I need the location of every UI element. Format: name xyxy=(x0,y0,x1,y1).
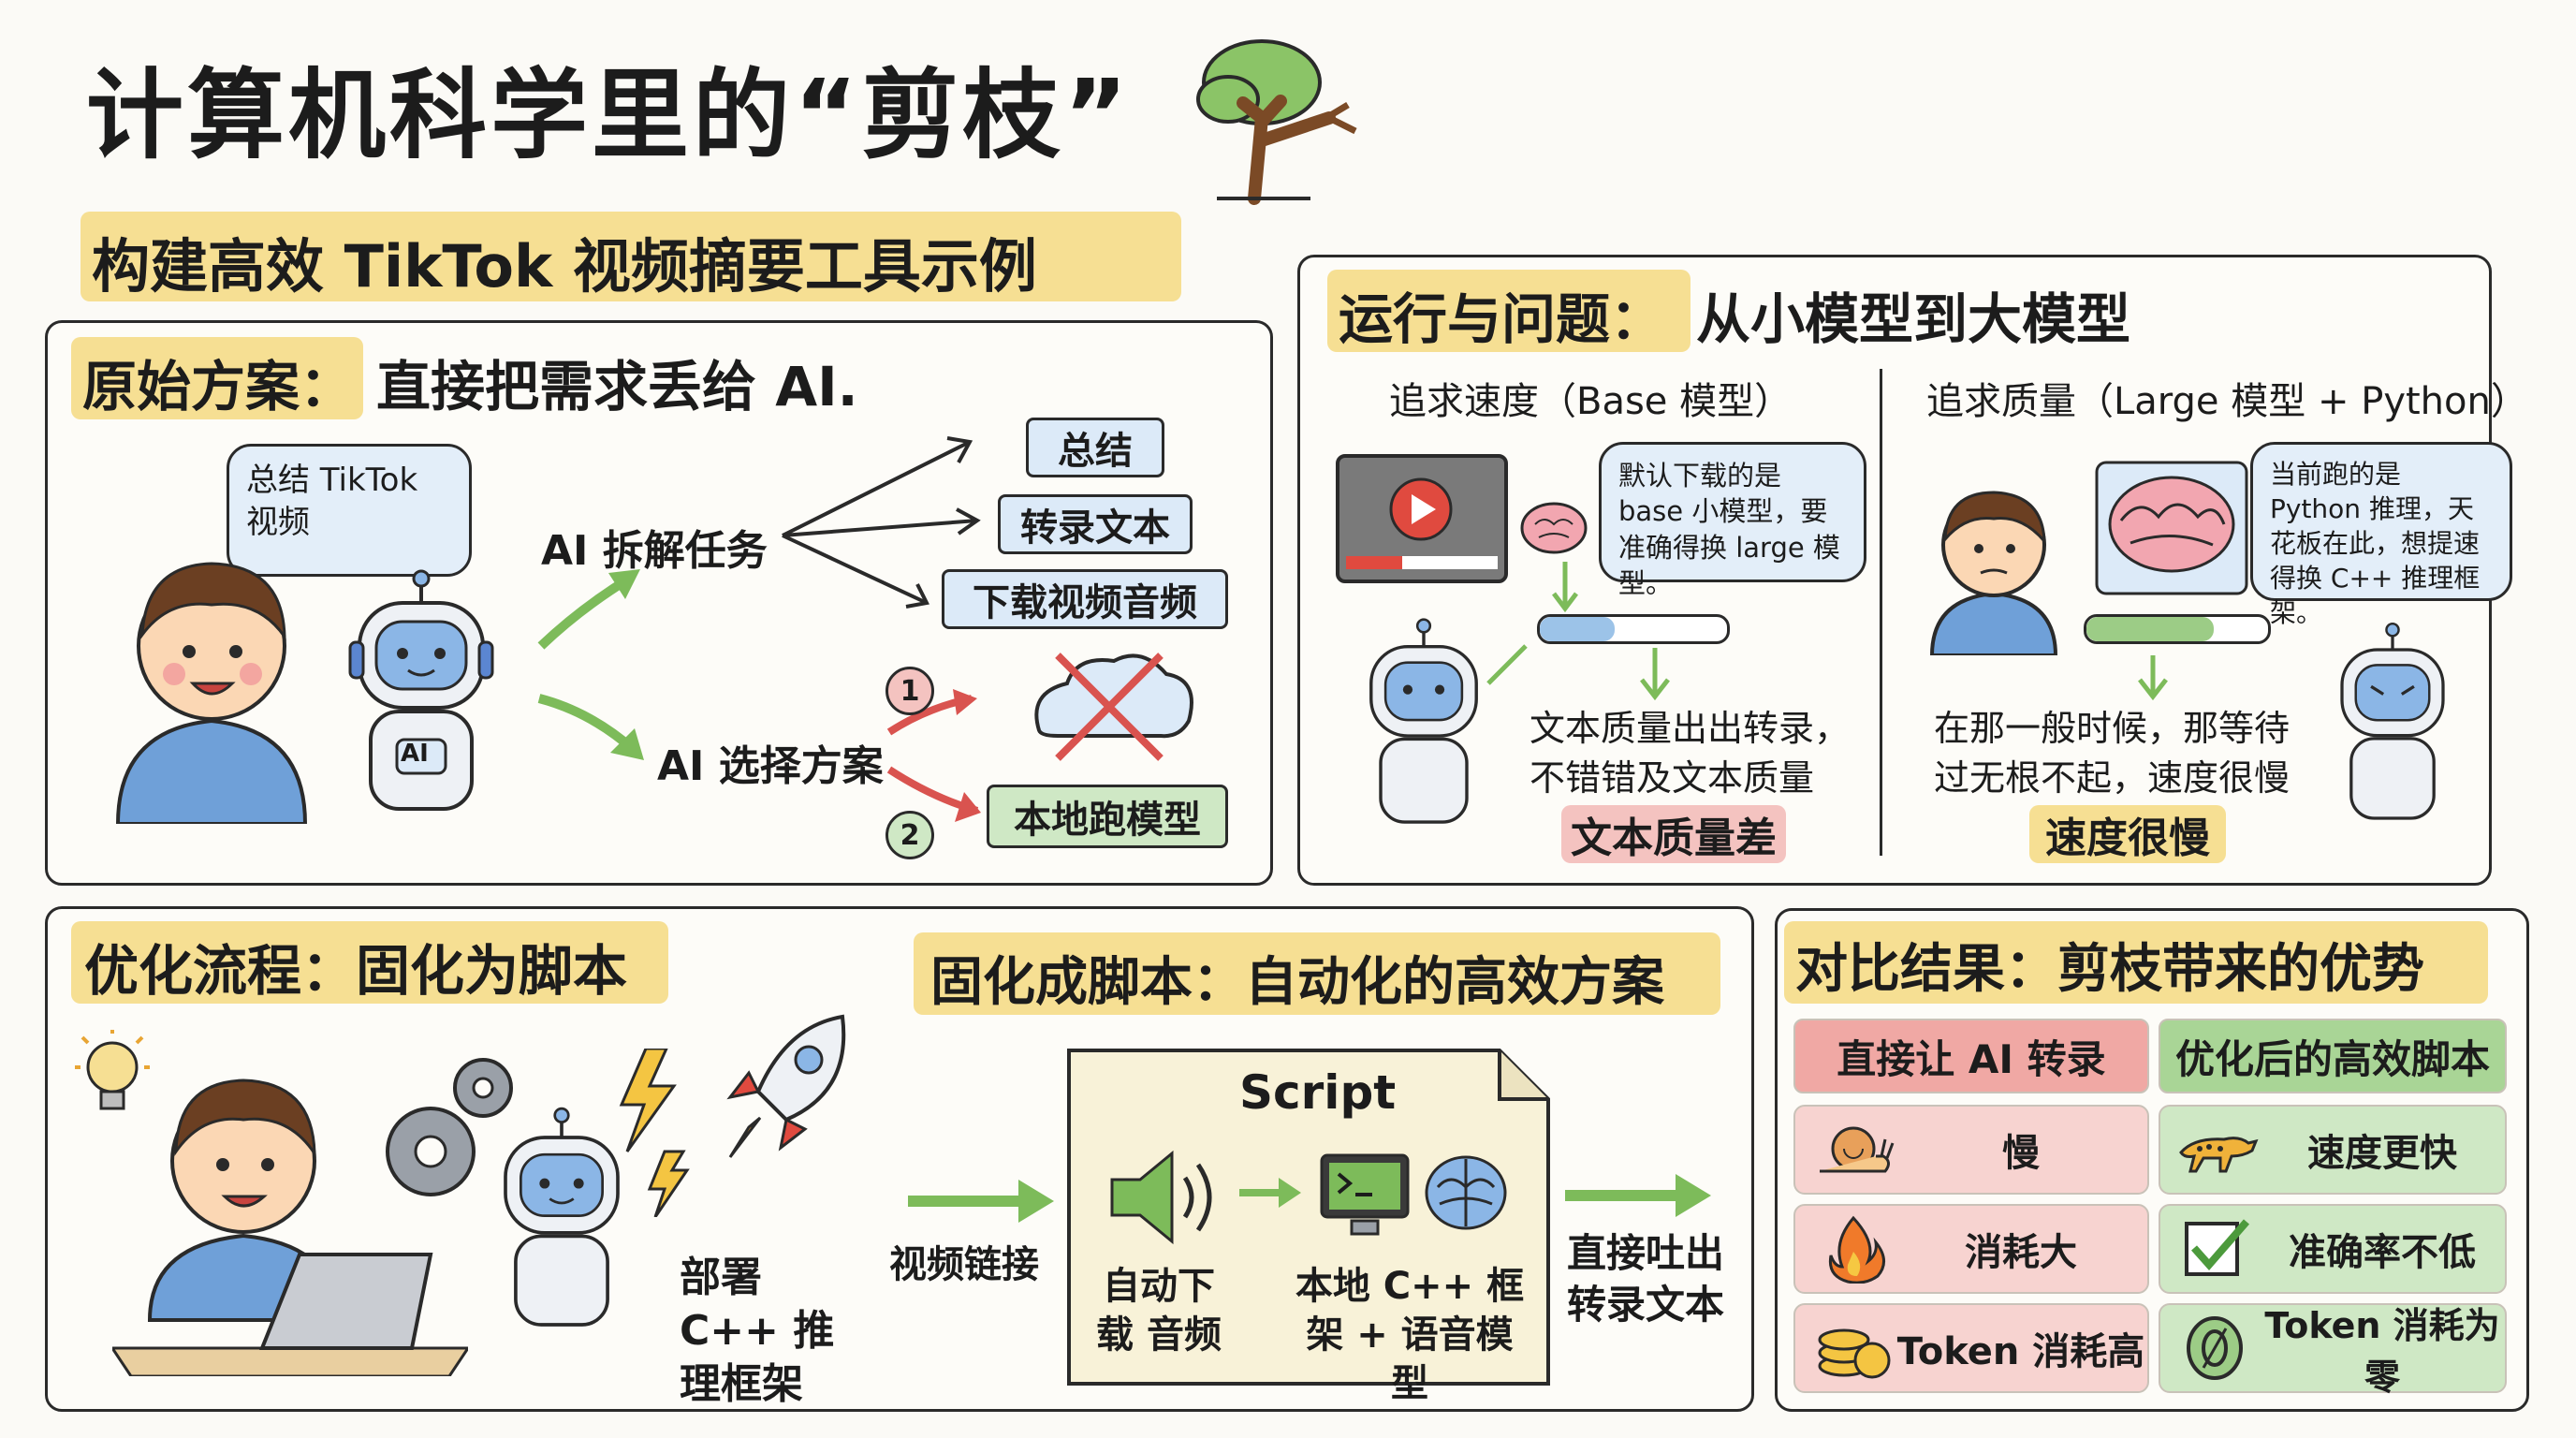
task-summary: 总结 xyxy=(1058,430,1133,473)
snail-icon xyxy=(1820,1126,1895,1173)
robot-badge: AI xyxy=(401,740,429,768)
run-divider xyxy=(1880,369,1882,856)
fire-icon xyxy=(1828,1215,1885,1284)
base-model-bubble-text: 默认下载的是 base 小模型，要准确得换 large 模型。 xyxy=(1618,460,1840,599)
robot-illustration xyxy=(318,569,524,822)
optimize-heading: 优化流程：固化为脚本 xyxy=(84,939,628,1003)
option-2-badge: 2 xyxy=(886,811,934,859)
run-heading-rest: 从小模型到大模型 xyxy=(1696,287,2131,351)
compare-right-row-token: Token 消耗为零 xyxy=(2159,1303,2507,1398)
robot-optimize xyxy=(468,1105,655,1339)
coins-icon xyxy=(1818,1328,1891,1379)
big-brain-icon xyxy=(2093,459,2252,599)
lightbulb-icon xyxy=(75,1030,150,1123)
boy-illustration xyxy=(99,524,324,824)
user-speech-bubble: 总结 TikTok 视频 xyxy=(227,444,472,577)
task-transcribe: 转录文本 xyxy=(1020,506,1170,550)
compare-left-header: 直接让 AI 转录 xyxy=(1793,1019,2149,1093)
zero-coin-icon xyxy=(2187,1316,2243,1380)
gears-icon xyxy=(374,1049,524,1226)
speaker-icon xyxy=(1103,1146,1224,1249)
run-heading-prefix: 运行与问题： xyxy=(1339,287,1665,351)
compare-left-row-slow-text: 慢 xyxy=(2002,1132,2040,1175)
brain-model-icon xyxy=(1419,1146,1513,1240)
compare-left-row-cost-text: 消耗大 xyxy=(1965,1231,2077,1274)
compare-left-header-text: 直接让 AI 转录 xyxy=(1837,1035,2106,1082)
progress-bar-base xyxy=(1537,614,1730,644)
compare-left-row-token: Token 消耗高 xyxy=(1793,1303,2149,1393)
compare-heading: 对比结果：剪枝带来的优势 xyxy=(1795,939,2424,1000)
step-arrow xyxy=(1239,1174,1305,1211)
rocket-icon xyxy=(711,1007,861,1176)
left-tag: 文本质量差 xyxy=(1561,805,1786,863)
option-1-number: 1 xyxy=(900,674,920,708)
compare-right-header-text: 优化后的高效脚本 xyxy=(2174,1035,2490,1082)
decompose-label: AI 拆解任务 xyxy=(541,527,768,575)
local-model-box: 本地跑模型 xyxy=(987,785,1228,848)
option-1-badge: 1 xyxy=(886,667,934,715)
left-speed-title: 追求速度（Base 模型） xyxy=(1389,380,1793,423)
right-tag: 速度很慢 xyxy=(2029,805,2226,863)
left-tag-text: 文本质量差 xyxy=(1571,814,1777,862)
task-download: 下载视频音频 xyxy=(973,581,1197,624)
right-quality-title: 追求质量（Large 模型 + Python） xyxy=(1926,380,2528,423)
compare-right-header: 优化后的高效脚本 xyxy=(2159,1019,2507,1093)
compare-right-row-fast-text: 速度更快 xyxy=(2307,1132,2457,1175)
output-label: 直接吐出 转录文本 xyxy=(1567,1230,1725,1328)
video-player-icon xyxy=(1335,453,1509,584)
task-download-box: 下载视频音频 xyxy=(942,569,1228,629)
robot-right-run xyxy=(2308,618,2477,833)
step-2-label: 本地 C++ 框架 + 语音模型 xyxy=(1295,1265,1525,1405)
thinking-boy-illustration xyxy=(1919,468,2069,655)
option-2-number: 2 xyxy=(900,818,920,852)
python-bubble-text: 当前跑的是 Python 推理，天花板在此，想提速得换 C++ 推理框架。 xyxy=(2270,459,2481,628)
progress-bar-large xyxy=(2084,614,2271,644)
robot-left-run xyxy=(1335,618,1513,833)
script-document xyxy=(1065,1047,1552,1387)
compare-right-row-accuracy-text: 准确率不低 xyxy=(2289,1231,2476,1274)
user-speech-text: 总结 TikTok 视频 xyxy=(246,462,418,541)
right-tag-text: 速度很慢 xyxy=(2045,814,2210,862)
original-heading-rest: 直接把需求丢给 AI. xyxy=(376,355,858,418)
video-link-label: 视频链接 xyxy=(889,1243,1039,1286)
lightning-icon xyxy=(608,1049,693,1217)
page-title: 计算机科学里的“剪枝” xyxy=(86,58,1132,172)
base-model-bubble: 默认下载的是 base 小模型，要准确得换 large 模型。 xyxy=(1599,442,1866,599)
local-model: 本地跑模型 xyxy=(1014,799,1201,842)
cheetah-icon xyxy=(2179,1137,2259,1173)
arrows-original xyxy=(0,0,1273,880)
task-transcribe-box: 转录文本 xyxy=(998,494,1193,554)
checkmark-icon xyxy=(2185,1219,2250,1276)
python-bubble: 当前跑的是 Python 推理，天花板在此，想提速得换 C++ 推理框架。 xyxy=(2250,442,2512,628)
small-brain-icon xyxy=(1516,496,1591,562)
tree-icon xyxy=(1189,28,1376,206)
script-title: Script xyxy=(1239,1065,1397,1120)
deploy-label: 部署 C++ 推理框架 xyxy=(680,1254,835,1409)
task-summary-box: 总结 xyxy=(1026,418,1164,477)
output-arrow xyxy=(1565,1172,1715,1219)
compare-left-row-cost: 消耗大 xyxy=(1793,1204,2149,1294)
boy-laptop-illustration xyxy=(112,1039,468,1376)
compare-right-row-fast: 速度更快 xyxy=(2159,1105,2507,1195)
choose-label: AI 选择方案 xyxy=(657,742,884,790)
compare-right-row-token-text: Token 消耗为零 xyxy=(2264,1305,2500,1398)
subtitle: 构建高效 TikTok 视频摘要工具示例 xyxy=(92,232,1037,301)
script-heading: 固化成脚本：自动化的高效方案 xyxy=(930,952,1664,1013)
run-arrows xyxy=(1486,562,2168,701)
original-heading-prefix: 原始方案： xyxy=(82,355,355,418)
left-note: 文本质量出出转录，不错错及文本质量 xyxy=(1530,708,1851,800)
input-arrow xyxy=(908,1178,1058,1225)
step-1-label: 自动下载 音频 xyxy=(1096,1265,1222,1357)
compare-right-row-accuracy: 准确率不低 xyxy=(2159,1204,2507,1294)
terminal-icon xyxy=(1318,1152,1412,1245)
right-note: 在那一般时候，那等待过无根不起，速度很慢 xyxy=(1934,708,2291,800)
compare-left-row-slow: 慢 xyxy=(1793,1105,2149,1195)
compare-left-row-token-text: Token 消耗高 xyxy=(1896,1330,2145,1373)
